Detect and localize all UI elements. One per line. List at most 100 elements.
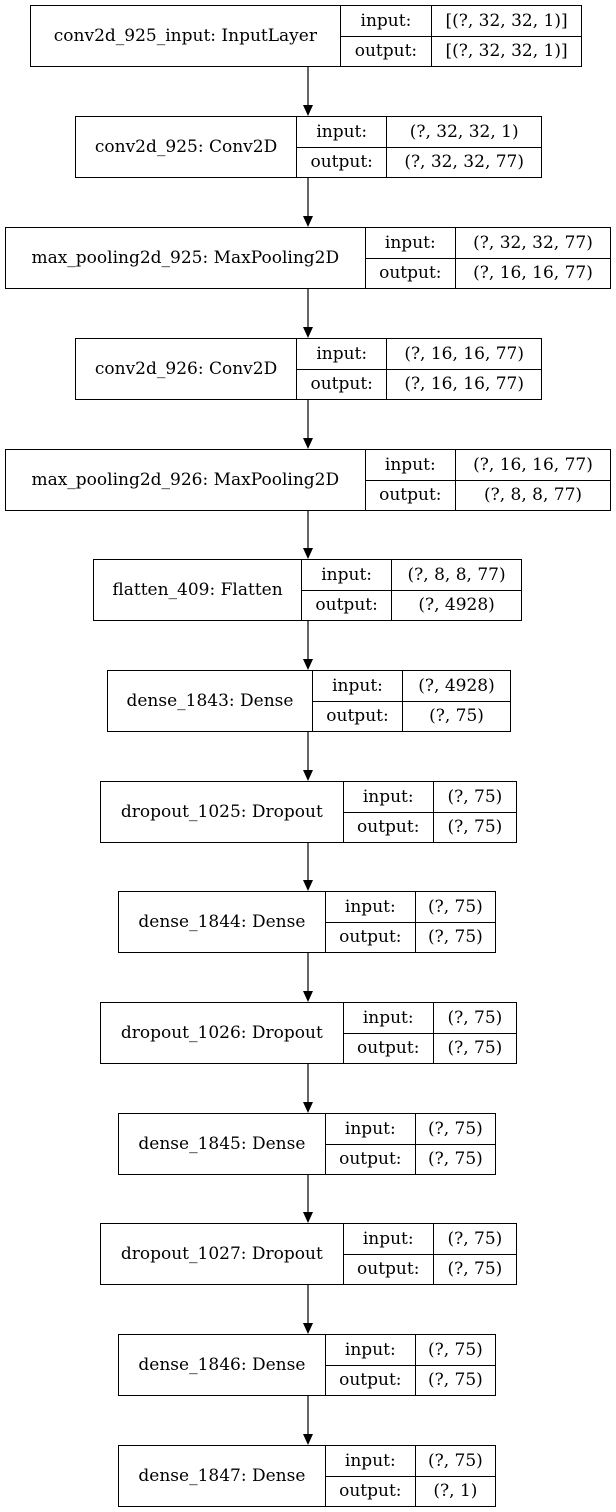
input-shape: (?, 75): [433, 1224, 516, 1255]
arrowhead: [303, 880, 313, 891]
input-shape: (?, 75): [415, 1446, 495, 1477]
arrowhead: [303, 1434, 313, 1445]
input-shape: (?, 75): [415, 892, 495, 923]
io-labels: input: output:: [343, 1224, 434, 1284]
layer-name: dropout_1026: Dropout: [101, 1003, 344, 1063]
input-shape: [(?, 32, 32, 1)]: [432, 6, 581, 37]
input-shape: (?, 75): [433, 782, 516, 813]
layer-name: dense_1846: Dense: [119, 1335, 326, 1395]
arrowhead: [303, 659, 313, 670]
output-label: output:: [357, 817, 420, 838]
io-shapes: (?, 16, 16, 77) (?, 16, 16, 77): [387, 339, 541, 399]
input-label: input:: [325, 1446, 415, 1477]
io-shapes: (?, 16, 16, 77)(?, 8, 8, 77): [456, 450, 610, 510]
arrowhead: [303, 1212, 313, 1223]
layer-name: flatten_409: Flatten: [94, 560, 303, 620]
arrowhead: [303, 770, 313, 781]
input-shape: (?, 8, 8, 77): [392, 560, 521, 591]
layer-name: dense_1845: Dense: [119, 1114, 326, 1174]
io-labels: input:output:: [297, 117, 388, 177]
layer-name: conv2d_925: Conv2D: [76, 117, 298, 177]
output-shape: (?, 16, 16, 77): [473, 263, 593, 284]
layer-name: dropout_1025: Dropout: [101, 782, 344, 842]
io-shapes: (?, 8, 8, 77)(?, 4928): [392, 560, 521, 620]
input-label: input:: [325, 892, 415, 923]
io-shapes: (?, 32, 32, 77) (?, 16, 16, 77): [456, 228, 610, 288]
input-shape: (?, 75): [433, 1003, 516, 1034]
layer-name: dense_1847: Dense: [119, 1446, 326, 1506]
output-label: output:: [339, 1481, 402, 1502]
io-shapes: (?, 75) (?, 75): [415, 892, 495, 952]
io-labels: input:output:: [325, 1114, 416, 1174]
input-label: input:: [325, 1114, 415, 1145]
input-label: input:: [340, 6, 432, 37]
output-label: output:: [339, 1370, 402, 1391]
arrowhead: [303, 991, 313, 1002]
output-shape: [(?, 32, 32, 1)]: [445, 41, 568, 62]
layer-name: max_pooling2d_926: MaxPooling2D: [6, 450, 366, 510]
io-shapes: (?, 75)(?, 75): [415, 1114, 495, 1174]
io-labels: input: output:: [340, 6, 433, 66]
input-shape: (?, 32, 32, 77): [456, 228, 610, 259]
input-shape: (?, 32, 32, 1): [387, 117, 541, 148]
input-label: input:: [343, 782, 433, 813]
input-label: input:: [343, 1003, 433, 1034]
output-label: output:: [379, 263, 442, 284]
io-shapes: (?, 4928) (?, 75): [403, 671, 510, 731]
output-shape: (?, 32, 32, 77): [404, 152, 525, 173]
input-shape: (?, 75): [415, 1335, 495, 1366]
output-label: output:: [354, 41, 418, 62]
output-label: output:: [310, 374, 373, 395]
io-shapes: (?, 75)(?, 75): [433, 782, 516, 842]
input-label: input:: [325, 1335, 415, 1366]
layer-name: conv2d_926: Conv2D: [76, 339, 298, 399]
io-labels: input: output:: [343, 1003, 434, 1063]
arrowhead: [303, 1102, 313, 1113]
output-shape: (?, 75): [429, 706, 484, 727]
arrowhead: [303, 327, 313, 338]
output-shape: (?, 1): [433, 1481, 478, 1502]
output-shape: (?, 75): [428, 1149, 483, 1170]
input-shape: (?, 4928): [403, 671, 510, 702]
arrowhead: [303, 438, 313, 449]
layer-name: max_pooling2d_925: MaxPooling2D: [6, 228, 366, 288]
output-label: output:: [357, 1038, 420, 1059]
io-labels: input: output:: [325, 1335, 416, 1395]
io-shapes: (?, 75) (?, 75): [415, 1335, 495, 1395]
input-label: input:: [343, 1224, 433, 1255]
output-shape: (?, 75): [428, 1370, 483, 1391]
input-label: input:: [302, 560, 392, 591]
output-shape: (?, 75): [428, 927, 483, 948]
output-label: output:: [339, 927, 402, 948]
io-shapes: (?, 75) (?, 75): [433, 1003, 516, 1063]
output-shape: (?, 16, 16, 77): [404, 374, 525, 395]
input-label: input:: [312, 671, 403, 702]
io-labels: input: output:: [302, 560, 393, 620]
input-label: input:: [365, 228, 456, 259]
io-shapes: (?, 32, 32, 1) (?, 32, 32, 77): [387, 117, 541, 177]
layer-name: dense_1843: Dense: [108, 671, 313, 731]
io-labels: input:output:: [297, 339, 388, 399]
input-label: input:: [365, 450, 456, 481]
io-labels: input:output:: [312, 671, 404, 731]
io-labels: input: output:: [343, 782, 434, 842]
layer-name: dropout_1027: Dropout: [101, 1224, 344, 1284]
input-shape: (?, 16, 16, 77): [387, 339, 541, 370]
output-label: output:: [357, 1259, 420, 1280]
arrowhead: [303, 1323, 313, 1334]
io-shapes: (?, 75)(?, 75): [433, 1224, 516, 1284]
output-label: output:: [315, 595, 378, 616]
output-shape: (?, 75): [447, 1038, 503, 1059]
